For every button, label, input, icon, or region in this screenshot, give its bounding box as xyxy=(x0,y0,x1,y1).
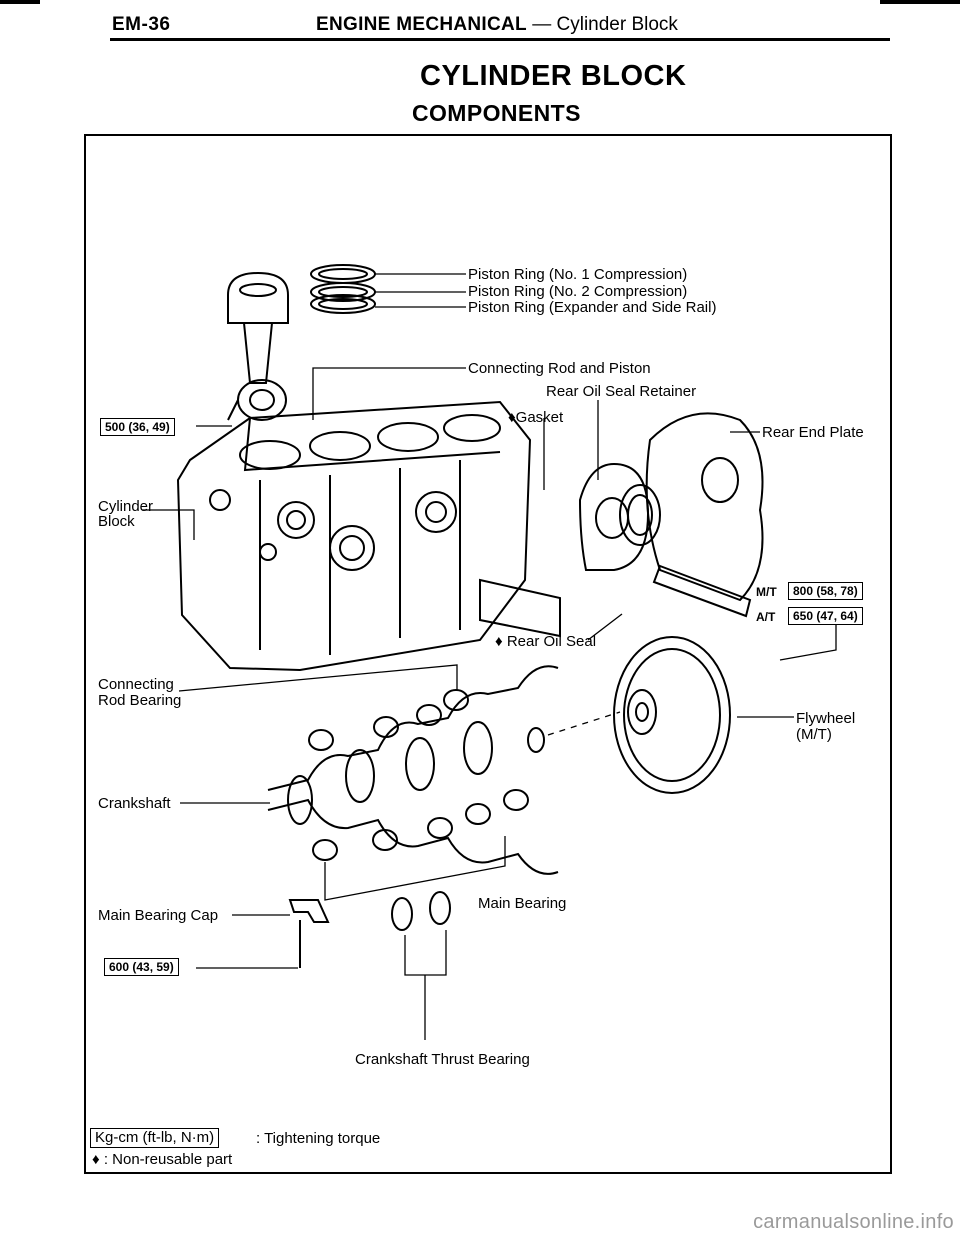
corner-mark-left xyxy=(0,0,40,4)
label-piston-ring-2: Piston Ring (No. 2 Compression) xyxy=(468,283,688,300)
page-code: EM-36 xyxy=(112,14,171,35)
rear-end-plate-drawing xyxy=(645,412,764,618)
thrust-bearings-drawing xyxy=(391,891,451,931)
piston-and-rod-drawing xyxy=(227,271,289,421)
running-header-rest: — Cylinder Block xyxy=(526,14,678,35)
label-cylinder-block-line2: Block xyxy=(98,513,135,530)
crankshaft-drawing xyxy=(267,665,559,875)
header-rule xyxy=(110,38,890,41)
label-piston-ring-3: Piston Ring (Expander and Side Rail) xyxy=(468,299,717,316)
main-bearings-drawing xyxy=(312,789,529,861)
legend-torque-unit: Kg-cm (ft-lb, N·m) xyxy=(90,1128,220,1148)
label-gasket: ♦Gasket xyxy=(508,409,564,426)
legend-torque-desc: : Tightening torque xyxy=(256,1130,381,1147)
label-connecting-rod-bearing-line2: Rod Bearing xyxy=(98,692,182,709)
label-flywheel-line2: (M/T) xyxy=(796,726,832,743)
label-main-bearing-cap: Main Bearing Cap xyxy=(98,907,219,924)
torque-flywheel-at: 650 (47, 64) xyxy=(788,607,863,625)
label-rear-end-plate: Rear End Plate xyxy=(762,424,864,441)
label-main-bearing: Main Bearing xyxy=(478,895,567,912)
label-flywheel-line1: Flywheel xyxy=(796,710,856,727)
section-title: COMPONENTS xyxy=(412,100,581,126)
torque-main-cap: 600 (43, 59) xyxy=(104,958,179,976)
label-rear-oil-seal-retainer: Rear Oil Seal Retainer xyxy=(546,383,697,400)
label-connecting-rod-piston: Connecting Rod and Piston xyxy=(468,360,651,377)
legend-nonreusable: ♦ : Non-reusable part xyxy=(92,1151,233,1168)
running-header: ENGINE MECHANICAL — Cylinder Block xyxy=(316,14,678,36)
torque-at-prefix: A/T xyxy=(756,610,776,624)
torque-rod-cap: 500 (36, 49) xyxy=(100,418,175,436)
main-bearing-cap-drawing xyxy=(288,899,330,968)
label-connecting-rod-bearing-line1: Connecting xyxy=(98,676,174,693)
watermark: carmanualsonline.info xyxy=(753,1211,954,1233)
cylinder-block-drawing xyxy=(176,400,561,672)
label-crankshaft-thrust-bearing: Crankshaft Thrust Bearing xyxy=(355,1051,530,1068)
torque-mt-prefix: M/T xyxy=(756,585,777,599)
piston-rings-drawing xyxy=(310,264,376,314)
running-header-bold: ENGINE MECHANICAL xyxy=(316,14,527,35)
label-rear-oil-seal: ♦ Rear Oil Seal xyxy=(495,633,597,650)
label-cylinder-block-line1: Cylinder xyxy=(98,498,154,515)
label-crankshaft: Crankshaft xyxy=(98,795,171,812)
flywheel-drawing xyxy=(613,636,731,794)
rod-bearings-upper-drawing xyxy=(308,689,469,751)
torque-flywheel-mt: 800 (58, 78) xyxy=(788,582,863,600)
label-piston-ring-1: Piston Ring (No. 1 Compression) xyxy=(468,266,688,283)
page-title: CYLINDER BLOCK xyxy=(420,60,687,92)
corner-mark-right xyxy=(880,0,960,4)
diagram-frame xyxy=(84,134,892,1174)
